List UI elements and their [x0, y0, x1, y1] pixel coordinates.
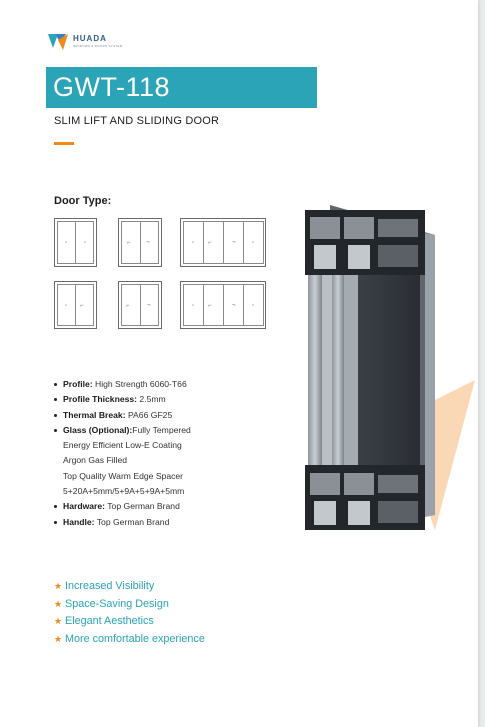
- brand-name: HUADA: [73, 34, 107, 43]
- spec-item: Glass (Optional):Fully Tempered: [54, 423, 191, 438]
- accent-divider: [54, 142, 74, 145]
- glass-line: Argon Gas Filled: [63, 455, 128, 466]
- door-diagram-2-panel-a: ▫ ▫: [54, 218, 97, 267]
- profile-cross-section-image: [305, 205, 435, 530]
- door-diagram-4-panel-b: ▫ ⌐ ¬ ▫: [180, 281, 266, 329]
- feature-list: ★Increased Visibility ★Space-Saving Desi…: [54, 578, 205, 648]
- spec-list: Profile: High Strength 6060-T66 Profile …: [54, 377, 191, 530]
- brand-logo: HUADA WINDOWS & DOORS SYSTEM: [46, 30, 136, 54]
- star-icon: ★: [54, 598, 63, 609]
- spec-item: Handle: Top German Brand: [54, 515, 191, 530]
- door-diagram-4-panel-a: ▫ ⌐ ¬ ▫: [180, 218, 266, 267]
- product-subtitle: SLIM LIFT AND SLIDING DOOR: [54, 115, 220, 127]
- spec-item: Profile Thickness: 2.5mm: [54, 392, 191, 407]
- feature-item: ★Increased Visibility: [54, 578, 205, 596]
- brand-tagline: WINDOWS & DOORS SYSTEM: [73, 44, 123, 48]
- star-icon: ★: [54, 616, 63, 626]
- glass-line: Energy Efficient Low-E Coating: [63, 440, 182, 451]
- glass-line: Top Quality Warm Edge Spacer: [63, 470, 184, 481]
- glass-line: 5+20A+5mm/5+9A+5+9A+5mm: [63, 486, 185, 497]
- star-icon: ★: [54, 633, 63, 644]
- spec-item: Thermal Break: PA66 GF25: [54, 408, 191, 423]
- brand-logo-icon: [48, 34, 68, 50]
- door-diagram-2-panel-b: ⌐ ¬: [118, 218, 162, 267]
- feature-item: ★Space-Saving Design: [54, 596, 205, 614]
- star-icon: ★: [54, 581, 63, 591]
- spec-item: Profile: High Strength 6060-T66: [54, 377, 191, 392]
- door-diagram-2-panel-c: ▫ ⌐: [54, 281, 97, 329]
- title-banner: GWT-118: [46, 67, 317, 108]
- feature-item: ★Elegant Aesthetics: [54, 613, 205, 631]
- spec-item: Hardware: Top German Brand: [54, 499, 191, 514]
- door-type-heading: Door Type:: [54, 195, 112, 207]
- feature-item: ★More comfortable experience: [54, 631, 205, 649]
- product-title: GWT-118: [53, 72, 171, 102]
- door-diagram-2-panel-d: ⌐ ¬: [118, 281, 162, 329]
